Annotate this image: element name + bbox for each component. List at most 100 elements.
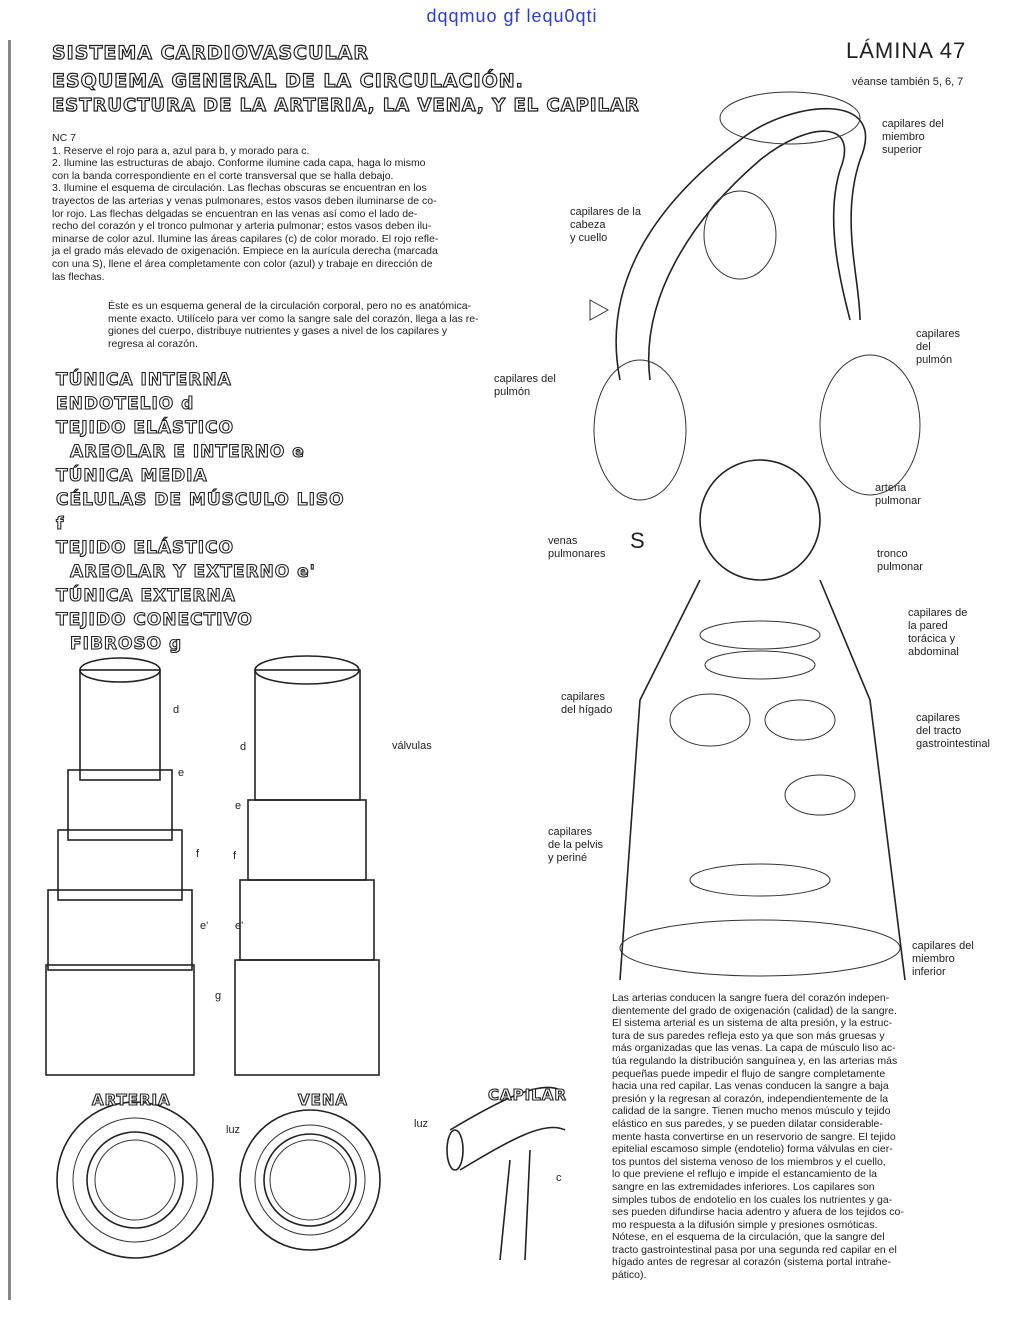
body-line: elástico en sus paredes, y se pueden dil… bbox=[612, 1118, 1012, 1131]
diagram-label-line: superior bbox=[882, 144, 944, 157]
instruction-line: minarse de color azul. Ilumine las áreas… bbox=[52, 233, 552, 246]
body-trunk-left bbox=[620, 580, 700, 980]
letter-f-vein: f bbox=[233, 850, 236, 863]
cap-bed-liver bbox=[670, 694, 750, 746]
cap-bed-lower-limb bbox=[620, 920, 900, 976]
diagram-label-line: abdominal bbox=[908, 646, 967, 659]
outer-circuit-inner bbox=[649, 131, 850, 380]
cap-bed-pelvis bbox=[690, 864, 830, 896]
diagram-label-line: del tracto bbox=[916, 725, 990, 738]
label-cap-tracto: capilaresdel tractogastrointestinal bbox=[916, 712, 990, 751]
body-line: dientemente del grado de oxigenación (ca… bbox=[612, 1005, 1012, 1018]
plate-title: LÁMINA 47 bbox=[846, 38, 966, 64]
vein-tube bbox=[235, 656, 379, 1075]
body-line: tura de sus paredes refleja esto ya que … bbox=[612, 1030, 1012, 1043]
diagram-label-line: capilares bbox=[916, 328, 960, 341]
outer-circuit bbox=[616, 109, 865, 380]
body-line: El sistema arterial es un sistema de alt… bbox=[612, 1017, 1012, 1030]
artery-tube bbox=[46, 658, 194, 1075]
diagram-label-line: capilares del bbox=[494, 373, 556, 386]
instruction-line: trayectos de las arterias y venas pulmon… bbox=[52, 195, 552, 208]
diagram-label-line: pulmonares bbox=[548, 548, 605, 561]
label-s: S bbox=[630, 528, 645, 553]
instruction-line: con la banda correspondiente en el corte… bbox=[52, 170, 552, 183]
instruction-line: recho del corazón y el tronco pulmonar y… bbox=[52, 220, 552, 233]
letter-e-vein: e bbox=[235, 800, 241, 813]
diagram-label-line: capilares bbox=[916, 712, 990, 725]
title-arteria: ARTERIA bbox=[92, 1088, 171, 1112]
diagram-label-line: del bbox=[916, 341, 960, 354]
instructions-lines: 1. Reserve el rojo para a, azul para b, … bbox=[52, 145, 552, 284]
cap-bed-gi-2 bbox=[785, 775, 855, 815]
body-line: lo que previene el reflujo e impide el e… bbox=[612, 1168, 1012, 1181]
body-line: tos puntos del sistema venoso de los mie… bbox=[612, 1156, 1012, 1169]
body-line: sangre en las extremidades inferiores. L… bbox=[612, 1181, 1012, 1194]
body-line: calidad de la sangre. Tienen mucho menos… bbox=[612, 1105, 1012, 1118]
body-line: pático). bbox=[612, 1269, 1012, 1282]
heart bbox=[700, 460, 820, 580]
body-line: mo respuesta a la difusión simple y pres… bbox=[612, 1219, 1012, 1232]
diagram-label-line: inferior bbox=[912, 966, 974, 979]
body-line: más organizadas que las venas. La capa d… bbox=[612, 1042, 1012, 1055]
cap-bed-gi-1 bbox=[765, 700, 835, 740]
title-3: ESTRUCTURA DE LA ARTERIA, LA VENA, Y EL … bbox=[52, 95, 640, 116]
cap-bed-head bbox=[704, 191, 776, 279]
body-line: Nótese, en el esquema de la circulación,… bbox=[612, 1231, 1012, 1244]
diagram-label-line: y cuello bbox=[570, 232, 641, 245]
note-paragraph: Éste es un esquema general de la circula… bbox=[108, 300, 588, 350]
body-line: simples tubos de endotelio en los cuales… bbox=[612, 1194, 1012, 1207]
label-valvulas: válvulas bbox=[392, 740, 432, 753]
layer-legend: TÚNICA INTERNAENDOTELIO dTEJIDO ELÁSTICO… bbox=[56, 368, 356, 656]
body-line: pequeñas puede impedir el flujo de sangr… bbox=[612, 1068, 1012, 1081]
cap-bed-lung-right bbox=[820, 355, 920, 495]
body-line: epitelial escamoso simple (endotelio) fo… bbox=[612, 1143, 1012, 1156]
diagram-label-line: miembro bbox=[882, 131, 944, 144]
binding-edge bbox=[8, 40, 11, 1300]
diagram-label-line: arteria bbox=[875, 482, 921, 495]
diagram-label-line: torácica y bbox=[908, 633, 967, 646]
capillary-drawing bbox=[447, 1087, 565, 1260]
instruction-line: lor rojo. Las flechas delgadas se encuen… bbox=[52, 208, 552, 221]
letter-eprime-vein: e' bbox=[235, 920, 243, 933]
diagram-label-line: la pared bbox=[908, 620, 967, 633]
diagram-label-line: pulmonar bbox=[875, 495, 921, 508]
legend-item: TÚNICA MEDIA bbox=[56, 464, 356, 488]
body-line: túa regulando la distribución sanguínea … bbox=[612, 1055, 1012, 1068]
body-paragraph: Las arterias conducen la sangre fuera de… bbox=[612, 992, 1012, 1282]
watermark: dqqmuo gf lequ0qti bbox=[0, 6, 1024, 27]
letter-d-artery: d bbox=[173, 704, 179, 717]
diagram-label-line: capilares de bbox=[908, 607, 967, 620]
diagram-label-line: tronco bbox=[877, 548, 923, 561]
instruction-line: 1. Reserve el rojo para a, azul para b, … bbox=[52, 145, 552, 158]
body-line: mente hasta convertirse en un reservorio… bbox=[612, 1131, 1012, 1144]
title-2: ESQUEMA GENERAL DE LA CIRCULACIÓN. bbox=[52, 70, 524, 92]
cap-bed-wall-1 bbox=[700, 621, 820, 649]
diagram-label-line: venas bbox=[548, 535, 605, 548]
body-line: presión y la regresan al corazón, indepe… bbox=[612, 1093, 1012, 1106]
diagram-label-line: pulmón bbox=[916, 354, 960, 367]
diagram-label-line: capilares del bbox=[882, 118, 944, 131]
legend-item: CÉLULAS DE MÚSCULO LISO f bbox=[56, 488, 356, 536]
body-line: Las arterias conducen la sangre fuera de… bbox=[612, 992, 1012, 1005]
legend-item: ENDOTELIO d bbox=[56, 392, 356, 416]
body-line: tracto gastrointestinal pasa por una seg… bbox=[612, 1244, 1012, 1257]
instructions-code: NC 7 bbox=[52, 132, 552, 145]
body-trunk-right bbox=[820, 580, 905, 980]
legend-item: AREOLAR Y EXTERNO e' bbox=[56, 560, 356, 584]
body-line: hígado antes de regresar al corazón (sis… bbox=[612, 1256, 1012, 1269]
instruction-line: 3. Ilumine el esquema de circulación. La… bbox=[52, 182, 552, 195]
legend-item: TEJIDO ELÁSTICO bbox=[56, 416, 356, 440]
diagram-label-line: pulmón bbox=[494, 386, 556, 399]
vessel-illustrations bbox=[40, 640, 600, 1300]
cap-bed-lung-left bbox=[594, 360, 686, 500]
letter-g-artery: g bbox=[215, 990, 221, 1003]
